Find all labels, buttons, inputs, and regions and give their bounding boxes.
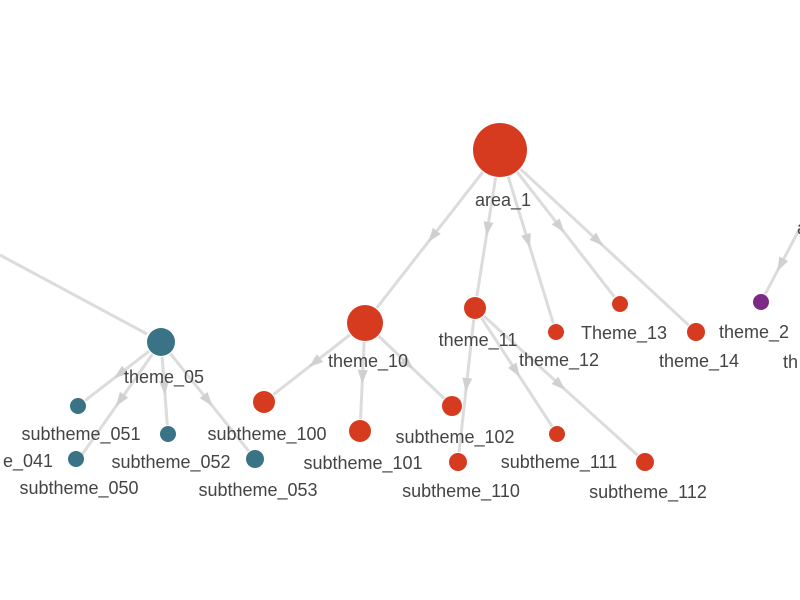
edges-layer (0, 167, 800, 460)
node-label-subtheme_111: subtheme_111 (501, 452, 617, 473)
node-subtheme_112[interactable] (636, 453, 654, 471)
node-label-subtheme_100: subtheme_100 (207, 424, 326, 445)
arrowhead-area_1-to-theme_13 (551, 218, 565, 233)
node-theme_10[interactable] (347, 305, 383, 341)
node-label-subtheme_112: subtheme_112 (589, 482, 707, 503)
arrowhead-theme_05-to-subtheme_053 (199, 391, 213, 406)
edge-area_1-to-theme_14 (519, 167, 690, 327)
node-subtheme_110[interactable] (449, 453, 467, 471)
edge-area_1-to-theme_11 (475, 177, 498, 297)
edge-area_1-to-theme_12 (506, 176, 555, 324)
node-label-theme_14: theme_14 (659, 351, 739, 372)
arrowhead-a_cut-to-theme_2 (777, 256, 789, 272)
node-theme_2[interactable] (753, 294, 769, 310)
node-label-th_cut: th (783, 352, 798, 372)
node-area_1[interactable] (473, 123, 527, 177)
node-label-subtheme_053: subtheme_053 (198, 480, 317, 501)
arrowheads-layer (113, 218, 789, 407)
edge-area_1-to-theme_13 (516, 171, 616, 298)
arrowhead-area_1-to-theme_14 (589, 232, 604, 246)
arrowhead-theme_11-to-subtheme_110 (462, 377, 473, 392)
node-theme_12[interactable] (548, 324, 564, 340)
arrowhead-area_1-to-theme_12 (521, 232, 531, 248)
node-label-theme_12: theme_12 (519, 350, 599, 371)
node-subtheme_051[interactable] (70, 398, 86, 414)
node-label-a_cut: a (797, 218, 800, 238)
node-subtheme_111[interactable] (549, 426, 565, 442)
node-label-area_1: area_1 (475, 190, 531, 211)
node-label-subtheme_101: subtheme_101 (303, 453, 422, 474)
node-label-subtheme_110: subtheme_110 (402, 481, 520, 502)
arrowhead-theme_05-to-subtheme_052 (158, 380, 169, 395)
arrowhead-theme_11-to-subtheme_112 (551, 376, 566, 390)
node-label-subtheme_051: subtheme_051 (21, 424, 140, 445)
arrowhead-theme_10-to-subtheme_100 (308, 354, 324, 367)
node-label-theme_11: theme_11 (439, 330, 518, 351)
node-label-theme_13: Theme_13 (581, 323, 667, 344)
node-subtheme_052[interactable] (160, 426, 176, 442)
node-subtheme_100[interactable] (253, 391, 275, 413)
edge-offscreen-to-theme_05 (0, 253, 148, 336)
node-theme_11[interactable] (464, 297, 486, 319)
node-theme_14[interactable] (687, 323, 705, 341)
node-subtheme_102[interactable] (442, 396, 462, 416)
edge-theme_05-to-subtheme_050 (78, 353, 154, 460)
arrowhead-theme_11-to-subtheme_111 (507, 362, 520, 377)
arrowhead-area_1-to-theme_10 (428, 227, 441, 243)
node-label-theme_2: theme_2 (719, 322, 789, 343)
node-subtheme_101[interactable] (349, 420, 371, 442)
node-theme_05[interactable] (147, 328, 175, 356)
arrowhead-area_1-to-theme_11 (483, 221, 494, 236)
node-label-subtheme_052: subtheme_052 (111, 452, 230, 473)
node-subtheme_053[interactable] (246, 450, 264, 468)
node-label-subtheme_041: e_041 (3, 451, 53, 472)
node-label-subtheme_050: subtheme_050 (19, 478, 138, 499)
node-label-theme_10: theme_10 (328, 351, 408, 372)
nodes-layer (68, 123, 769, 471)
node-subtheme_041[interactable] (68, 451, 84, 467)
arrowhead-theme_10-to-subtheme_102 (399, 356, 414, 370)
arrowhead-theme_05-to-subtheme_050 (115, 391, 129, 407)
node-label-theme_05: theme_05 (124, 367, 204, 388)
node-theme_13[interactable] (612, 296, 628, 312)
node-label-subtheme_102: subtheme_102 (395, 427, 514, 448)
arrowhead-theme_10-to-subtheme_101 (357, 369, 368, 384)
arrowhead-theme_05-to-subtheme_051 (113, 365, 129, 379)
